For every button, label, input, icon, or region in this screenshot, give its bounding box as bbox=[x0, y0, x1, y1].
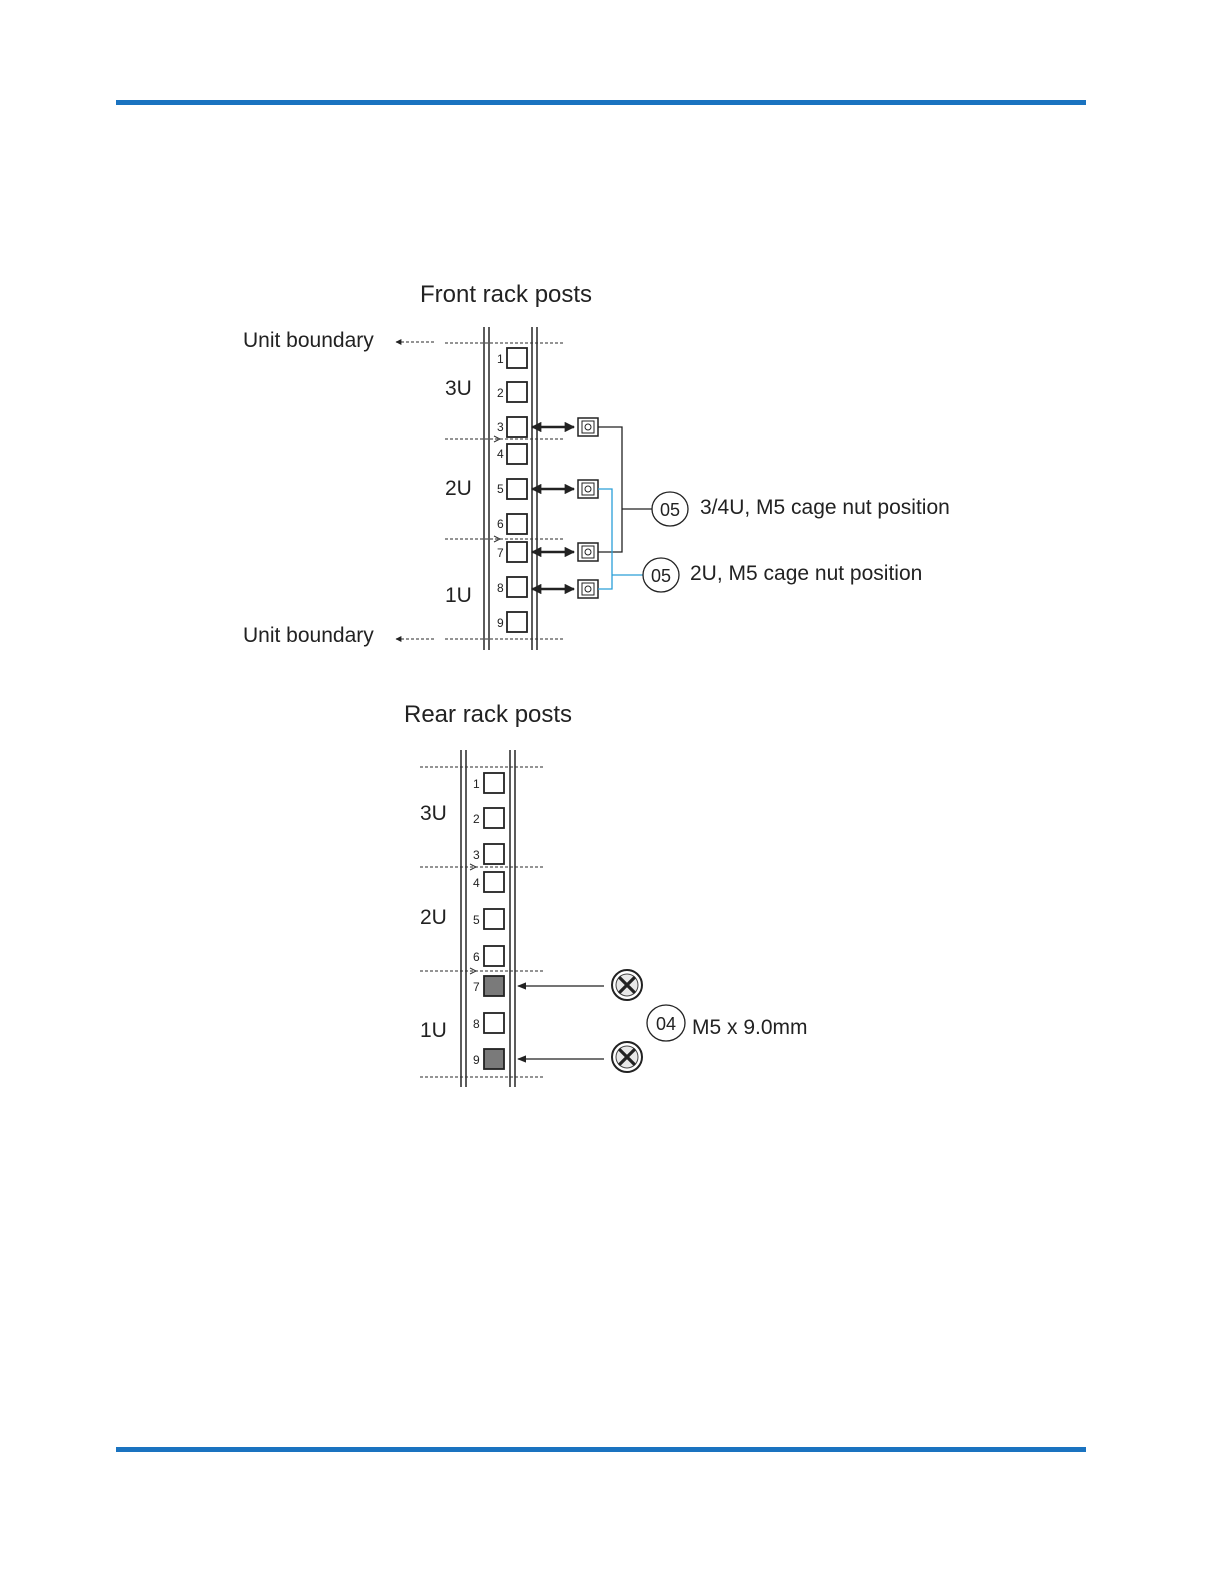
rear-hole-1 bbox=[484, 773, 504, 793]
rear-hole-5 bbox=[484, 909, 504, 929]
front-hole-number: 1 bbox=[497, 352, 504, 366]
front-title: Front rack posts bbox=[420, 281, 592, 308]
callout-b-leader bbox=[598, 489, 643, 589]
rear-unit-label-2u: 2U bbox=[420, 906, 447, 929]
unit-boundary-label-top: Unit boundary bbox=[243, 329, 374, 352]
rear-hole-number: 1 bbox=[473, 777, 480, 791]
front-hole-number: 4 bbox=[497, 447, 504, 461]
front-hole-6 bbox=[507, 514, 527, 534]
rear-hole-number: 4 bbox=[473, 876, 480, 890]
cage-nut-icon bbox=[578, 480, 598, 498]
front-hole-4 bbox=[507, 444, 527, 464]
front-unit-label-3u: 3U bbox=[445, 377, 472, 400]
front-hole-number: 3 bbox=[497, 420, 504, 434]
callout-a-text: 3/4U, M5 cage nut position bbox=[700, 496, 950, 519]
front-hole-number: 7 bbox=[497, 546, 504, 560]
front-hole-number: 9 bbox=[497, 616, 504, 630]
rear-hole-6 bbox=[484, 946, 504, 966]
callout-b-badge-text: 05 bbox=[651, 566, 671, 586]
front-hole-9 bbox=[507, 612, 527, 632]
front-rack-panel: Front rack posts Unit boundary Unit boun… bbox=[243, 281, 950, 650]
front-hole-3 bbox=[507, 417, 527, 437]
front-unit-label-1u: 1U bbox=[445, 584, 472, 607]
rear-hole-number: 7 bbox=[473, 980, 480, 994]
screw-callout-badge-text: 04 bbox=[656, 1014, 676, 1034]
rear-hole-number: 6 bbox=[473, 950, 480, 964]
front-hole-number: 6 bbox=[497, 517, 504, 531]
rear-hole-7-filled bbox=[484, 976, 504, 996]
front-hole-number: 5 bbox=[497, 482, 504, 496]
front-hole-7 bbox=[507, 542, 527, 562]
front-hole-number: 8 bbox=[497, 581, 504, 595]
phillips-screw-icon bbox=[612, 970, 642, 1000]
rear-rack-panel: Rear rack posts 3U 2U 1U bbox=[404, 701, 808, 1087]
footer-rule bbox=[116, 1447, 1086, 1452]
rear-hole-number: 8 bbox=[473, 1017, 480, 1031]
cage-nut-icon bbox=[578, 418, 598, 436]
rear-hole-9-filled bbox=[484, 1049, 504, 1069]
phillips-screw-icon bbox=[612, 1042, 642, 1072]
rear-unit-label-3u: 3U bbox=[420, 802, 447, 825]
callout-b-text: 2U, M5 cage nut position bbox=[690, 562, 922, 585]
front-hole-1 bbox=[507, 348, 527, 368]
rear-hole-number: 9 bbox=[473, 1053, 480, 1067]
screw-callout-text: M5 x 9.0mm bbox=[692, 1016, 808, 1039]
rear-title: Rear rack posts bbox=[404, 701, 572, 728]
cage-nut-icon bbox=[578, 580, 598, 598]
front-hole-8 bbox=[507, 577, 527, 597]
rear-hole-4 bbox=[484, 872, 504, 892]
rear-hole-3 bbox=[484, 844, 504, 864]
front-hole-2 bbox=[507, 382, 527, 402]
callout-a-badge-text: 05 bbox=[660, 500, 680, 520]
front-hole-5 bbox=[507, 479, 527, 499]
rear-hole-number: 3 bbox=[473, 848, 480, 862]
rear-hole-number: 5 bbox=[473, 913, 480, 927]
rear-hole-2 bbox=[484, 808, 504, 828]
front-unit-label-2u: 2U bbox=[445, 477, 472, 500]
front-hole-number: 2 bbox=[497, 386, 504, 400]
cage-nut-icon bbox=[578, 543, 598, 561]
rear-hole-number: 2 bbox=[473, 812, 480, 826]
rear-hole-8 bbox=[484, 1013, 504, 1033]
unit-boundary-label-bottom: Unit boundary bbox=[243, 624, 374, 647]
rear-unit-label-1u: 1U bbox=[420, 1019, 447, 1042]
